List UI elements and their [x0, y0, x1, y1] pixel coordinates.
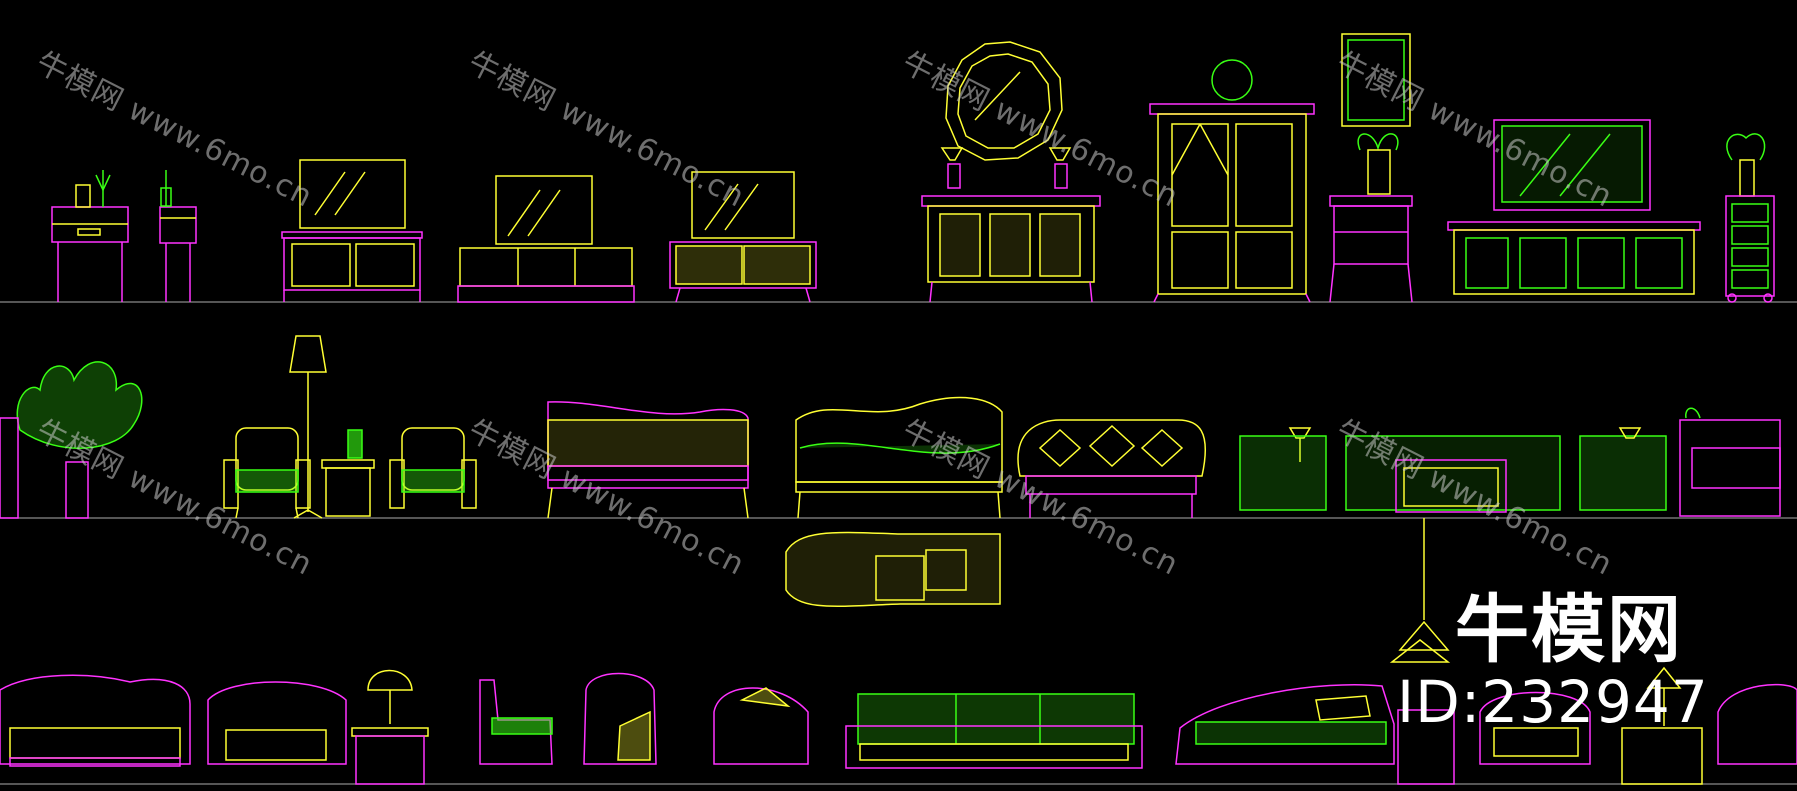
tv-sideboard	[1447, 119, 1701, 295]
floor-lamp	[289, 335, 327, 519]
armchair-right	[389, 427, 477, 509]
loveseat-left	[0, 674, 191, 767]
chaise-sofa-2	[795, 396, 1003, 519]
chaise-plan-view	[785, 531, 1001, 608]
armchair-row3-2	[1479, 691, 1591, 765]
tv-cabinet-3	[669, 171, 817, 303]
side-table-vase	[321, 429, 375, 517]
plant-stand-with-frame	[1329, 33, 1413, 303]
chest-of-drawers-with-vase	[1725, 133, 1775, 303]
armchair-row3-edge	[1717, 683, 1797, 765]
armchair-row3-1	[207, 681, 347, 765]
potted-plant	[0, 361, 143, 519]
pedestal-candle	[159, 170, 197, 302]
tv-cabinet-2	[457, 175, 635, 303]
slipper-chair	[479, 679, 553, 765]
brand-stamp-id: ID:232947	[1397, 668, 1709, 736]
wingback-chair	[583, 672, 657, 765]
side-table-candle	[51, 170, 129, 302]
brand-stamp-name: 牛模网	[1455, 587, 1683, 673]
table-lamp-row3	[351, 669, 429, 785]
sofa-set-with-lamps	[1239, 427, 1667, 513]
recamier	[1175, 684, 1395, 765]
three-seat-sofa	[845, 693, 1143, 769]
round-back-chair	[713, 687, 809, 765]
sofa-section-right	[1679, 407, 1781, 517]
tv-cabinet-1	[281, 159, 423, 302]
tulip-table-lamp	[1389, 639, 1455, 785]
armoire	[1149, 59, 1315, 303]
armchair-left	[223, 427, 311, 519]
console-mirror-lamps	[921, 41, 1101, 303]
pendant-lamp	[1398, 518, 1450, 651]
chaise-sofa-1	[547, 401, 749, 519]
tufted-sofa	[1017, 419, 1207, 518]
side-table-lamp-row3	[1621, 666, 1703, 785]
